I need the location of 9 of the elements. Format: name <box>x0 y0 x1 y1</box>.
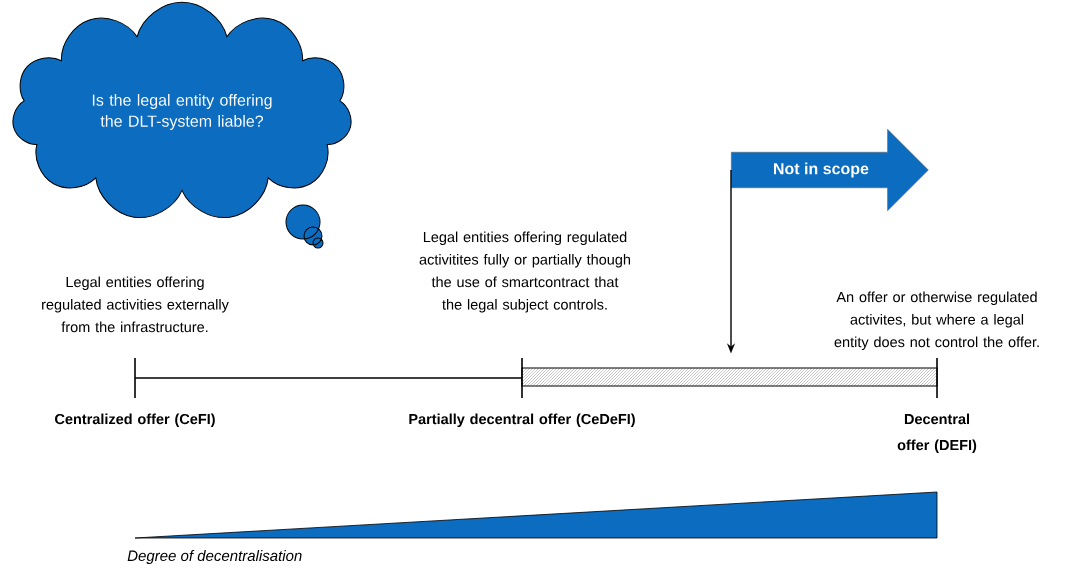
axis-caption: Degree of decentralisation <box>127 550 302 564</box>
description-text: An offer or otherwise regulated activites, but where a legal entity does not control the offer. <box>834 291 1039 351</box>
offer-label: Centralized offer (CeFI) <box>55 413 215 428</box>
offer-label: Decentral offer (DEFI) <box>897 413 977 454</box>
description-text: Legal entities offering regulated activitites fully or partially though the use of smartcontract that the legal subject controls. <box>419 231 630 313</box>
hatched-bar <box>521 367 938 387</box>
thought-cloud: Is the legal entity offering the DLT-system liable? <box>12 1 352 249</box>
offer-label: Partially decentral offer (CeDeFI) <box>409 413 635 428</box>
description-text: Legal entities offering regulated activities externally from the infrastructure. <box>42 276 229 333</box>
